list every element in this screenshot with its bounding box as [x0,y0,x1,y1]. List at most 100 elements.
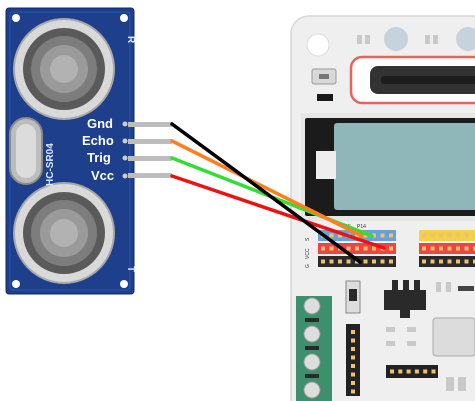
header-pin [422,233,426,238]
header-row-vcc-right [419,243,475,254]
header-pin [351,338,355,343]
header-pin-vcc [128,173,172,178]
smd-part [386,327,395,332]
terminal-screw [303,325,321,343]
header-pin [456,233,460,238]
pin-pad-vcc [122,173,128,179]
header-pin [351,330,355,334]
pin-pad-echo [122,138,128,144]
header-pin [338,233,342,238]
transmitter-mark: T [125,266,136,272]
controller-board: P15 P14 G VCC S [290,15,475,401]
header-pin [473,246,475,251]
reset-button-cap [319,74,329,79]
wire-echo [170,139,364,238]
row-label-s: S [305,237,311,241]
smd-part [365,35,370,44]
header-pin [431,369,436,374]
header-pin [338,259,342,264]
smd-part [425,35,430,44]
terminal-slot [305,374,319,378]
header-pin [372,246,376,251]
smd-part [433,35,438,44]
header-pin [351,389,355,394]
mount-hole [12,14,20,22]
header-pin [447,233,452,238]
smd-part [386,341,395,346]
header-pin [406,369,411,374]
wires [170,122,386,264]
terminal-screw [303,381,321,399]
led-indicator [384,27,408,51]
mount-hole [120,280,128,288]
header-row-signal-right [419,230,475,241]
smd-part [317,94,333,101]
ic-chip [432,317,475,357]
header-pin [422,246,426,251]
header-pin [380,259,385,264]
header-pin [363,259,368,264]
header-pin [351,364,355,368]
wire-vcc [170,174,386,250]
header-label-p14: P14 [357,224,366,230]
header-pin [351,381,355,385]
header-pin [390,369,394,374]
regulator-leg [414,280,420,290]
transmitter-transducer [13,182,115,284]
header-pin-trig [128,156,172,161]
header-pin [430,246,435,251]
smd-part [458,377,466,391]
header-pin [464,233,469,238]
header-pin [456,246,460,251]
header-pins-right [422,233,475,264]
row-label-vcc: VCC [305,248,311,259]
terminal-screw [303,353,321,371]
header-row-gnd-right [419,256,475,267]
regulator-tab [400,310,410,318]
header-pin [422,259,426,264]
smd-part [458,286,474,291]
header-pin [430,259,435,264]
header-pin [355,246,359,251]
header-pin [423,369,428,374]
header-pin [321,246,325,251]
header-pin-gnd [128,122,172,127]
header-pin [447,246,452,251]
header-pin [473,259,475,264]
header-pin [363,233,368,238]
slide-switch-knob [349,289,357,301]
row-label-g: G [305,264,311,268]
header-pin [329,259,334,264]
header-pin [456,259,460,264]
header-pin [372,233,376,238]
header-pin [351,347,355,351]
smd-part [436,282,441,292]
header-pin [414,369,419,374]
header-pin [430,233,435,238]
header-pin [372,259,376,264]
header-pin [439,233,443,238]
header-pin [321,259,325,264]
header-pin-echo [128,139,172,144]
sensor-model: HC-SR04 [45,143,56,186]
bottom-header [386,365,438,378]
header-pin [329,246,334,251]
receiver-transducer [13,18,115,120]
wire-gnd [170,122,362,264]
smd-part [407,341,416,346]
header-pin [389,246,393,251]
mount-hole [12,280,20,288]
header-pin [363,246,368,251]
terminal-screw [303,297,321,315]
header-pin [439,246,443,251]
header-pin [380,233,385,238]
ultrasonic-sensor: R T HC-SR04 Gnd Echo Trig Vcc [5,7,172,295]
pin-label-gnd: Gnd [87,116,113,131]
display-screen [334,123,475,210]
header-pin [464,246,469,251]
terminal-slot [305,318,319,322]
header-pin [346,246,351,251]
header-pin [346,259,351,264]
